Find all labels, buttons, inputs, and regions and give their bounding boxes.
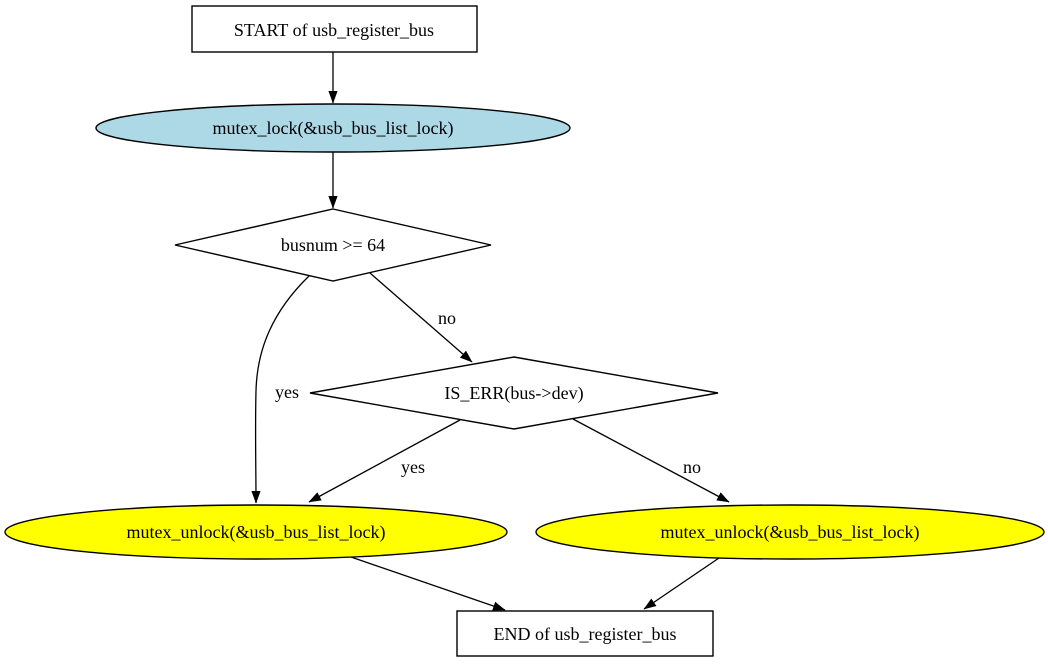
mutex-unlock-right-ellipse-shape <box>535 504 1045 560</box>
edge-label-iserr-no: no <box>683 457 701 477</box>
edge-label-iserr-yes: yes <box>401 457 425 477</box>
edge-iserr-yes <box>308 419 461 503</box>
node-mutex-unlock-left: mutex_unlock(&usb_bus_list_lock) <box>4 504 508 560</box>
edge-label-busnum-yes: yes <box>275 382 299 402</box>
edge-label-busnum-no: no <box>438 308 456 328</box>
node-busnum-check: busnum >= 64 <box>174 208 492 282</box>
mutex-unlock-right-label: mutex_unlock(&usb_bus_list_lock) <box>661 522 920 543</box>
node-end: END of usb_register_bus <box>456 610 714 657</box>
start-box-shape <box>191 5 478 53</box>
mutex-unlock-left-label: mutex_unlock(&usb_bus_list_lock) <box>127 522 386 543</box>
busnum-check-label: busnum >= 64 <box>281 235 385 255</box>
edge-group <box>251 52 730 611</box>
start-label: START of usb_register_bus <box>234 20 434 40</box>
node-iserr-check: IS_ERR(bus->dev) <box>309 356 719 430</box>
end-box-shape <box>456 610 714 657</box>
node-mutex-lock: mutex_lock(&usb_bus_list_lock) <box>95 103 571 153</box>
mutex-lock-label: mutex_lock(&usb_bus_list_lock) <box>213 118 454 139</box>
node-mutex-unlock-right: mutex_unlock(&usb_bus_list_lock) <box>535 504 1045 560</box>
edge-iserr-no <box>572 418 730 503</box>
edge-unlock-right-to-end <box>643 557 720 610</box>
mutex-lock-ellipse-shape <box>95 103 571 153</box>
edge-busnum-yes <box>251 275 310 504</box>
edge-unlock-left-to-end <box>350 556 506 611</box>
iserr-check-diamond-shape <box>309 356 719 430</box>
iserr-check-label: IS_ERR(bus->dev) <box>444 383 583 404</box>
mutex-unlock-left-ellipse-shape <box>4 504 508 560</box>
edge-busnum-no <box>369 272 473 363</box>
end-label: END of usb_register_bus <box>494 624 677 644</box>
busnum-check-diamond-shape <box>174 208 492 282</box>
node-start: START of usb_register_bus <box>191 5 478 53</box>
